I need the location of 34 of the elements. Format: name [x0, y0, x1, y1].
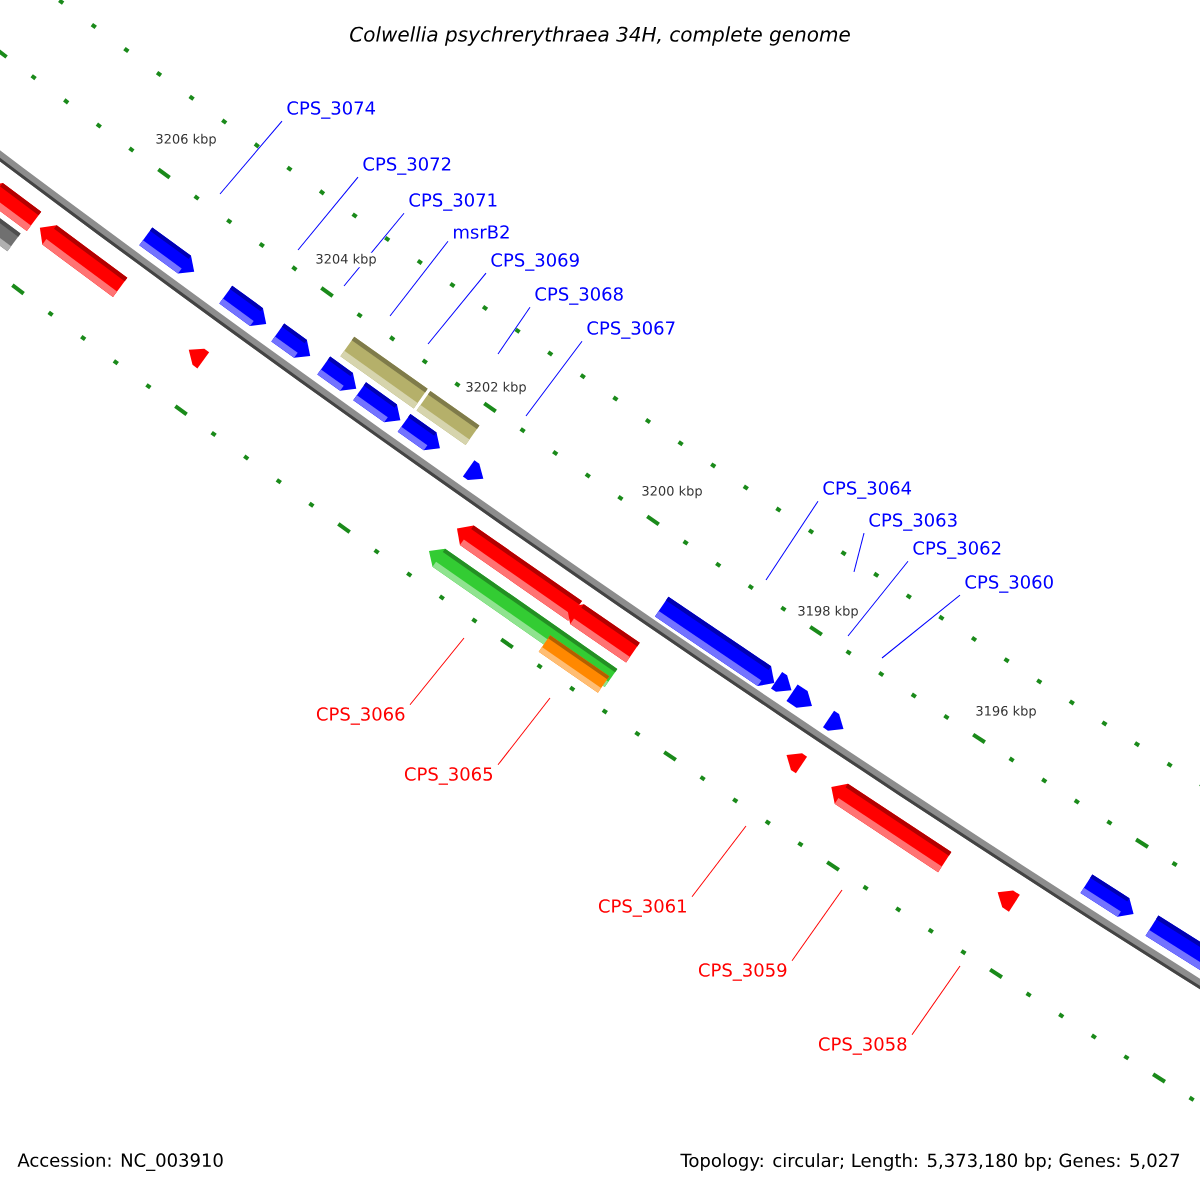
gene-label: msrB2	[454, 225, 509, 239]
leader-line	[389, 240, 449, 317]
leader-line	[219, 120, 283, 195]
gene-label: CPS_3058	[818, 1037, 907, 1055]
leader-line	[427, 272, 487, 345]
leader-line	[409, 637, 465, 706]
gene-label: CPS_3064	[823, 481, 912, 499]
leader-line	[791, 889, 843, 962]
gene-label: CPS_3059	[698, 963, 787, 981]
leader-line	[497, 306, 531, 355]
leader-line	[525, 340, 583, 417]
leader-line	[691, 825, 747, 898]
leader-line	[853, 532, 865, 573]
gene-label: CPS_3066	[316, 707, 405, 725]
footer-text: Accession: NC_003910	[17, 1153, 223, 1171]
gene-label: CPS_3065	[404, 767, 492, 785]
leader-line	[881, 594, 961, 659]
gene-label: CPS_3060	[965, 575, 1053, 593]
gene-label: CPS_3067	[587, 321, 675, 339]
leader-line	[497, 697, 551, 766]
gene-label: CPS_3063	[869, 513, 957, 531]
leader-line	[765, 500, 819, 581]
gene-label: CPS_3061	[598, 899, 686, 917]
gene-label: CPS_3072	[363, 157, 451, 175]
leader-line	[847, 560, 909, 637]
gene-label: CPS_3062	[913, 541, 1001, 559]
footer-text: Topology: circular; Length: 5,373,180 bp; Genes: 5,027	[680, 1153, 1180, 1171]
gene-label: CPS_3068	[535, 287, 623, 305]
gene-label: CPS_3069	[491, 253, 579, 271]
title: Colwellia psychrerythraea 34H, complete genome	[350, 26, 850, 46]
gene-label: CPS_3071	[409, 193, 497, 211]
leader-line	[911, 965, 961, 1036]
gene-label: CPS_3074	[287, 101, 376, 119]
leader-line	[297, 176, 359, 251]
